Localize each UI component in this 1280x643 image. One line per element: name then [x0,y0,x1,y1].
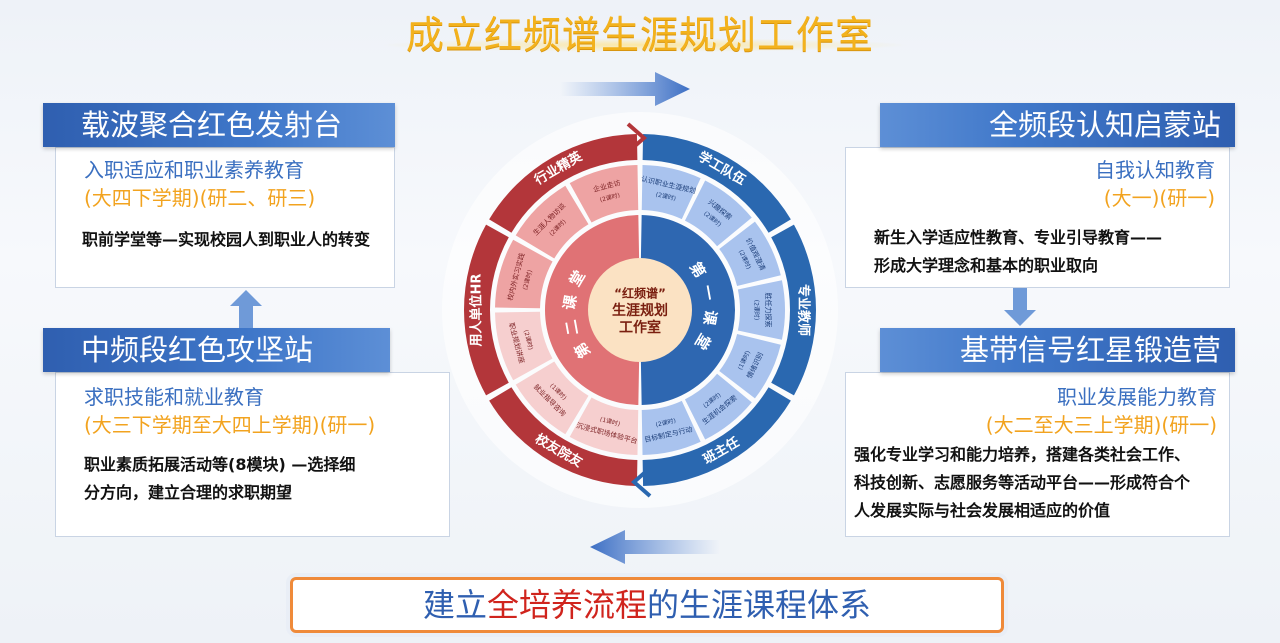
career-wheel: 学工队伍专业教师班主任行业精英用人单位HR校友院友认识职业生涯规划(2课时)兴趣… [442,112,838,508]
banner-text-pre: 建立 [422,586,487,624]
bottom-banner: 建立全培养流程的生涯课程体系 [290,577,1004,633]
mid-segment-left [515,361,589,435]
panel-desc: 职前学堂等—实现校园人到职业人的转变 [82,230,371,249]
panel-mid-right: 职业发展能力教育 (大二至大三上学期)(研一) 强化专业学习和能力培养，搭建各类… [845,372,1230,537]
mid-segment-right [684,373,752,440]
panel-mid-left: 求职技能和就业教育 (大三下学期至大四上学期)(研一) 职业素质拓展活动等(8模… [55,372,450,537]
panel-desc-3: 人发展实际与社会发展相适应的价值 [854,501,1111,520]
panel-subtitle: 职业发展能力教育 [1057,385,1217,409]
outer-label-right: 专业教师 [796,284,812,336]
panel-desc-2: 形成大学理念和基本的职业取向 [874,256,1099,275]
outer-label-left: 用人单位HR [469,274,485,348]
panel-desc-2: 科技创新、志愿服务等活动平台——形成符合个 [854,473,1191,492]
panel-subtitle: 自我认知教育 [1095,158,1215,182]
outer-segment-left [464,224,509,396]
panel-header-top-right: 全频段认知启蒙站 [880,103,1235,147]
mid-segment-left [495,311,553,381]
outer-segment-left [489,387,638,486]
panel-desc-2: 分方向，建立合理的求职期望 [84,483,293,502]
banner-text-post: 的生涯课程体系 [647,586,872,624]
arrow-up-icon [230,290,262,328]
mid-segment-left [495,239,553,309]
panel-top-right: 自我认知教育 (大一)(研一) 新生入学适应性教育、专业引导教育—— 形成大学理… [845,147,1230,288]
mid-segment-right [641,165,701,220]
center-circle [588,258,692,362]
banner-highlight: 全培养流程 [486,586,647,624]
page-title: 成立红频谱生涯规划工作室 [405,13,874,57]
panel-desc-1: 新生入学适应性教育、专业引导教育—— [874,228,1163,247]
mid-segment-right [719,333,781,399]
panel-header-top-left: 载波聚合红色发射台 [43,103,395,147]
mid-segment-right [684,180,752,247]
title-glow [380,38,910,52]
arrow-down-icon [1004,288,1036,326]
outer-segment-right [642,134,791,233]
arrow-left-icon [590,530,720,564]
center-label: 工作室 [619,319,661,336]
mid-segment-right [719,221,781,287]
chevron-icon [626,122,648,154]
panel-desc-1: 强化专业学习和能力培养，搭建各类社会工作、 [854,445,1191,464]
panel-header-mid-right: 基带信号红星锻造营 [880,328,1235,372]
panel-period: (大四下学期)(研二、研三) [84,186,316,210]
mid-segment-left [569,165,639,223]
mid-segment-right [641,400,701,455]
panel-period: (大二至大三上学期)(研一) [985,413,1217,437]
course-hours: (2课时) [753,300,761,321]
panel-header-mid-left: 中频段红色攻坚站 [43,328,390,372]
panel-subtitle: 入职适应和职业素养教育 [84,158,304,182]
center-label: “红频谱” [614,286,666,301]
panel-desc-1: 职业素质拓展活动等(8模块) —选择细 [84,455,356,474]
outer-segment-left [489,134,638,233]
arrow-right-icon [560,72,690,106]
panel-top-left: 入职适应和职业素养教育 (大四下学期)(研二、研三) 职前学堂等—实现校园人到职… [55,147,395,288]
panel-subtitle: 求职技能和就业教育 [84,385,264,409]
chevron-icon [630,466,652,498]
panel-period: (大三下学期至大四上学期)(研一) [84,413,376,437]
mid-segment-right [737,280,785,340]
mid-segment-left [569,397,639,455]
center-label: 生涯规划 [612,302,668,319]
course-name: 胜任力探索 [764,293,773,328]
mid-segment-left [515,185,589,259]
outer-segment-right [642,387,791,486]
outer-segment-right [771,224,816,396]
panel-period: (大一)(研一) [1103,186,1215,210]
